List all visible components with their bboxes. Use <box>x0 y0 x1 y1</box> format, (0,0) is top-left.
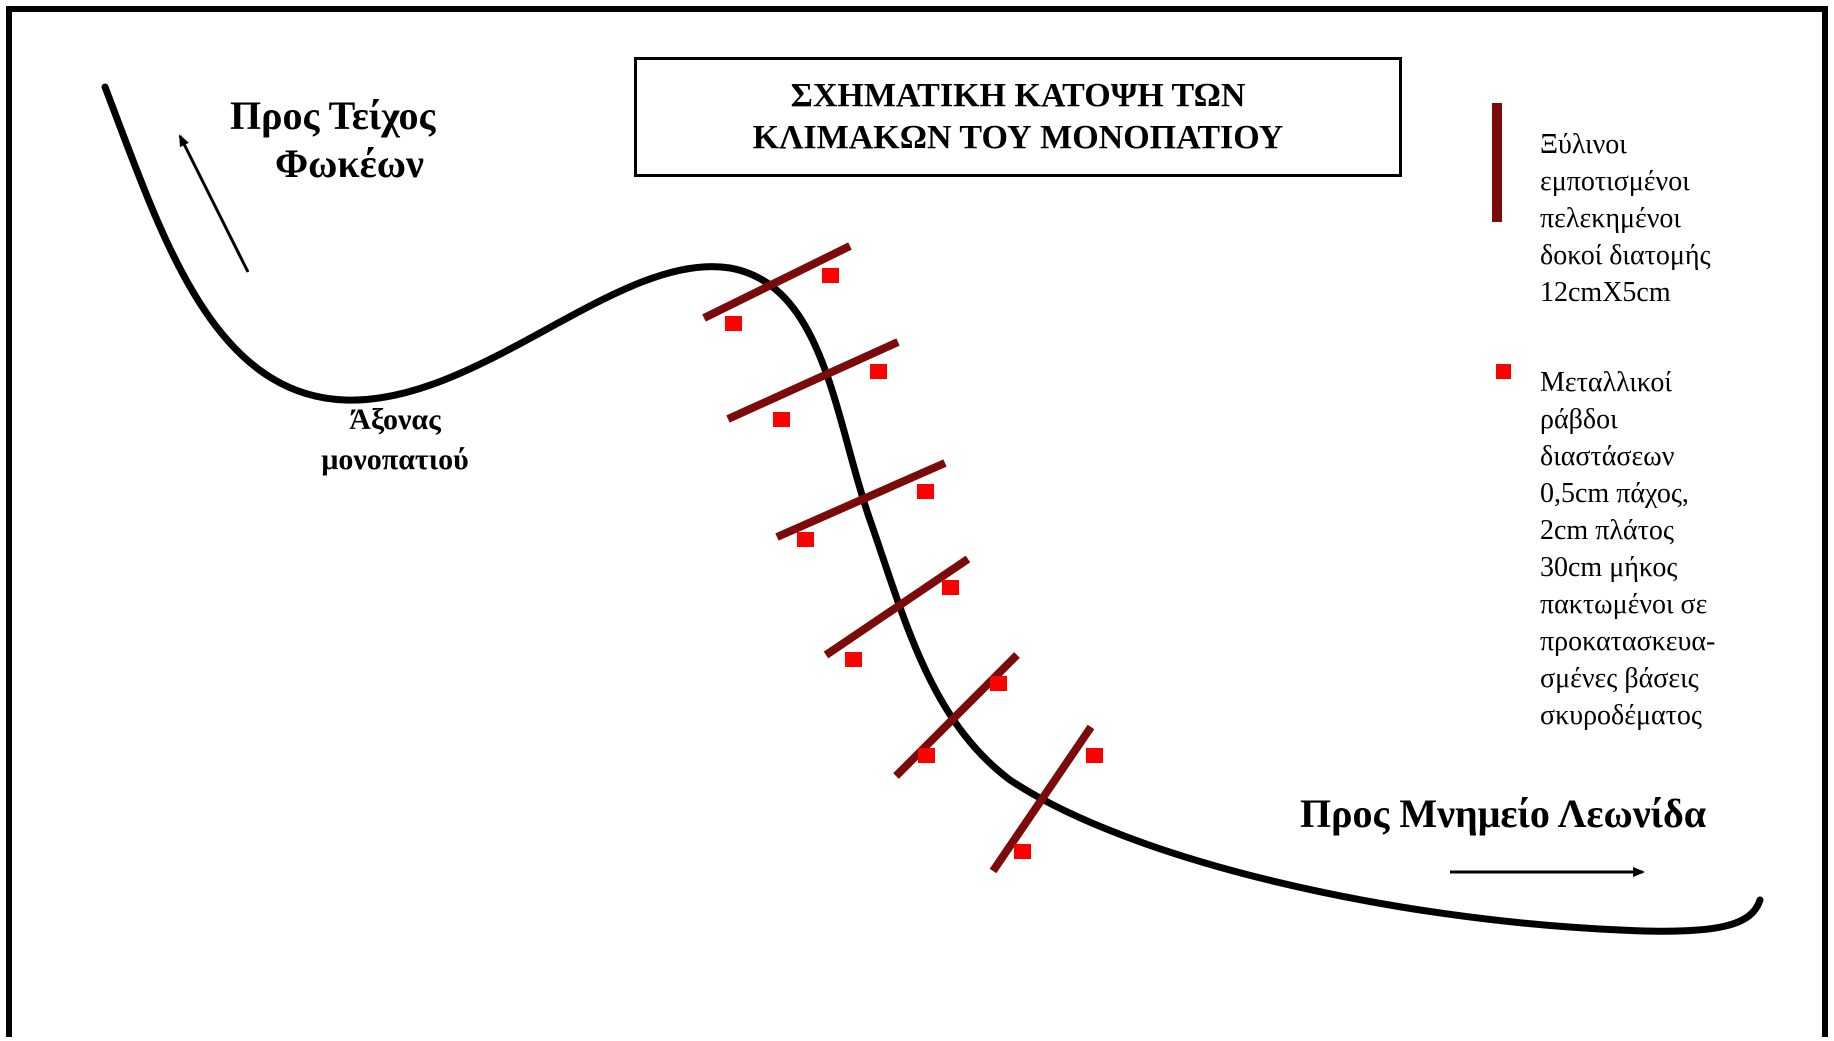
metal-rod <box>845 652 862 667</box>
path-axis-line <box>101 83 1764 935</box>
legend-metal-line: Μεταλλικοί <box>1540 367 1672 398</box>
legend-wood-line: δοκοί διατομής <box>1540 240 1711 271</box>
legend-metal-line: σμένες βάσεις <box>1540 663 1699 694</box>
diagram-frame <box>6 6 1828 1037</box>
label-to-monument: Προς Μνημείο Λεωνίδα <box>1300 791 1707 836</box>
legend-metal-text: Μεταλλικοί ράβδοι διαστάσεων 0,5cm πάχος… <box>1540 364 1790 734</box>
metal-rod <box>797 532 814 547</box>
legend-metal-line: προκατασκευα- <box>1540 626 1716 657</box>
wooden-beam <box>775 459 947 541</box>
legend-wood-line: 12cmX5cm <box>1540 277 1671 308</box>
metal-rod <box>1086 748 1103 763</box>
diagram-title: ΣΧΗΜΑΤΙΚΗ ΚΑΤΟΨΗ ΤΩΝ ΚΛΙΜΑΚΩΝ ΤΟΥ ΜΟΝΟΠΑ… <box>634 57 1402 177</box>
metal-rod <box>725 316 742 331</box>
metal-rod <box>822 268 839 283</box>
label-to-wall: Προς Τείχος Φωκέων <box>230 92 560 188</box>
metal-rod <box>917 484 934 499</box>
legend-wood-line: πελεκημένοι <box>1540 203 1681 234</box>
metal-rod <box>942 580 959 595</box>
wooden-beam <box>726 338 900 423</box>
title-line-2: ΚΛΙΜΑΚΩΝ ΤΟΥ ΜΟΝΟΠΑΤΙΟΥ <box>752 119 1284 156</box>
label-to-wall-line-1: Προς Τείχος <box>230 93 436 138</box>
legend-metal-symbol <box>1496 364 1511 379</box>
metal-rods <box>725 268 1103 859</box>
wooden-beam <box>702 242 852 322</box>
metal-rod <box>773 412 790 427</box>
legend-wood-line: εμποτισμένοι <box>1540 166 1690 197</box>
legend-metal-line: 2cm πλάτος <box>1540 515 1674 546</box>
metal-rod <box>870 364 887 379</box>
legend-wood-line: Ξύλινοι <box>1540 129 1627 160</box>
legend-metal-line: πακτωμένοι σε <box>1540 589 1708 620</box>
wooden-beam <box>989 724 1095 874</box>
legend-metal-line: σκυροδέματος <box>1540 700 1703 731</box>
title-line-1: ΣΧΗΜΑΤΙΚΗ ΚΑΤΟΨΗ ΤΩΝ <box>790 77 1246 114</box>
legend-metal-line: ράβδοι <box>1540 404 1618 435</box>
label-axis-line-1: Άξονας <box>349 403 441 436</box>
metal-rod <box>1014 844 1031 859</box>
metal-rod <box>990 676 1007 691</box>
label-axis-line-2: μονοπατιού <box>321 443 469 476</box>
legend-metal-line: 30cm μήκος <box>1540 552 1678 583</box>
metal-rod <box>918 748 935 763</box>
legend-wood-text: Ξύλινοι εμποτισμένοι πελεκημένοι δοκοί δ… <box>1540 126 1790 311</box>
wooden-beams <box>702 242 1095 874</box>
legend-metal-line: διαστάσεων <box>1540 441 1675 472</box>
wooden-beam <box>893 652 1020 779</box>
arrow-to-wall <box>178 134 250 273</box>
label-to-wall-line-2: Φωκέων <box>275 141 424 186</box>
label-path-axis: Άξονας μονοπατιού <box>290 400 500 480</box>
wooden-beam <box>823 555 971 659</box>
legend-metal-line: 0,5cm πάχος, <box>1540 478 1689 509</box>
